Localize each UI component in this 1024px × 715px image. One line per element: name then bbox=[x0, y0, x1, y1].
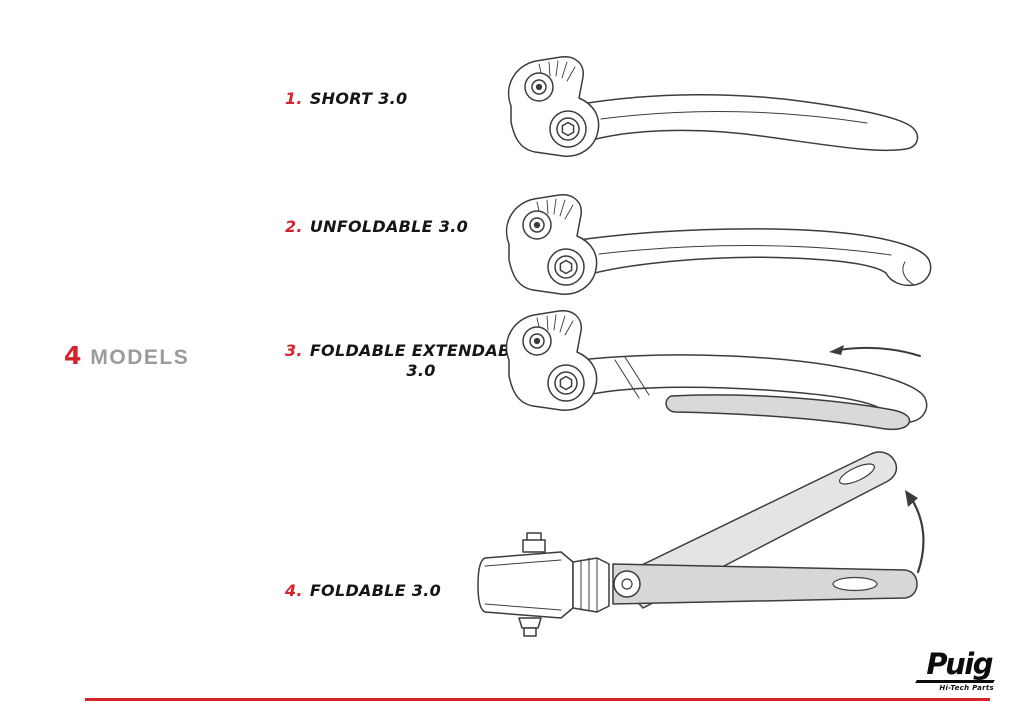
models-heading: 4 MODELS bbox=[64, 341, 189, 370]
model-name: FOLDABLE 3.0 bbox=[309, 581, 442, 600]
puig-logo-brand: Puig bbox=[926, 647, 993, 681]
fold-direction-arrow bbox=[905, 490, 925, 574]
model-name: FOLDABLE EXTENDABLE 3.0 bbox=[309, 341, 533, 380]
model-label-2: 2. UNFOLDABLE 3.0 bbox=[285, 217, 468, 237]
lever-illustration-foldable-3-0 bbox=[475, 440, 940, 645]
model-number: 2. bbox=[285, 217, 303, 236]
lever-illustration-short-3-0 bbox=[475, 52, 935, 187]
puig-logo-underline bbox=[915, 680, 995, 683]
model-number: 4. bbox=[285, 581, 303, 600]
footer-divider-line bbox=[85, 698, 990, 701]
extend-direction-arrow bbox=[829, 345, 921, 357]
model-name: UNFOLDABLE 3.0 bbox=[309, 217, 469, 236]
model-label-1: 1. SHORT 3.0 bbox=[285, 89, 407, 109]
lever-illustration-unfoldable-3-0 bbox=[473, 192, 938, 320]
model-number: 3. bbox=[285, 341, 303, 360]
lever-illustration-foldable-extendable-3-0 bbox=[473, 310, 938, 450]
model-label-4: 4. FOLDABLE 3.0 bbox=[285, 581, 441, 601]
puig-logo-tagline: Hi-Tech Parts bbox=[939, 684, 994, 692]
puig-logo: Puig Hi-Tech Parts bbox=[915, 647, 995, 692]
model-number: 1. bbox=[285, 89, 303, 108]
models-count: 4 bbox=[64, 341, 82, 370]
models-word: MODELS bbox=[90, 346, 190, 369]
model-label-3: 3. FOLDABLE EXTENDABLE 3.0 bbox=[285, 341, 532, 380]
model-name: SHORT 3.0 bbox=[309, 89, 408, 108]
